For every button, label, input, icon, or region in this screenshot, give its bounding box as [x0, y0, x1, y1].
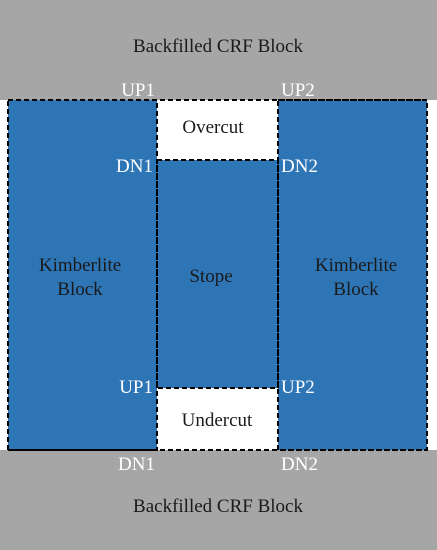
up1-bottom-label: UP1	[119, 377, 153, 398]
up2-bottom-label: UP2	[281, 377, 315, 398]
dn2-top-label: DN2	[281, 156, 318, 177]
stope-region	[157, 160, 278, 388]
bottom-backfill-region	[0, 450, 437, 550]
right-block-label-line2: Block	[333, 279, 379, 300]
left-block-label-line2: Block	[57, 279, 103, 300]
left-block-label-line1: Kimberlite	[39, 255, 121, 276]
dn1-bottom-label: DN1	[118, 454, 155, 475]
left-kimberlite-block	[8, 100, 157, 450]
undercut-label: Undercut	[182, 410, 253, 431]
right-block-label-line1: Kimberlite	[315, 255, 397, 276]
up2-top-label: UP2	[281, 80, 315, 101]
top-backfill-region	[0, 0, 437, 100]
stope-label: Stope	[189, 266, 232, 287]
dn2-bottom-label: DN2	[281, 454, 318, 475]
up1-top-label: UP1	[121, 80, 155, 101]
top-backfill-label: Backfilled CRF Block	[133, 36, 303, 57]
right-kimberlite-block	[278, 100, 427, 450]
bottom-backfill-label: Backfilled CRF Block	[133, 496, 303, 517]
overcut-label: Overcut	[182, 117, 244, 138]
dn1-top-label: DN1	[116, 156, 153, 177]
stope-outline	[156, 159, 279, 389]
